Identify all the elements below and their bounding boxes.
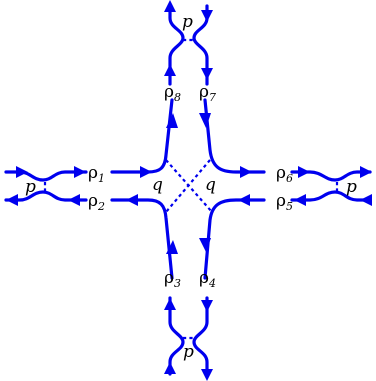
strand-rho5-rho4 [203, 198, 266, 280]
p-label-bottom: p [183, 342, 194, 362]
central-crossing [110, 98, 266, 280]
q-label-right: q [205, 175, 216, 195]
arrow-rho4 [199, 238, 211, 252]
strand-rho1-rho8 [110, 98, 174, 174]
strand-rho7-rho6 [203, 98, 266, 174]
arrow-rho6 [240, 166, 252, 178]
q-label-left: q [152, 175, 163, 195]
arrow-rho5 [238, 194, 250, 206]
p-vertex-right [290, 166, 372, 206]
rho-7-label: ρ7 [199, 82, 216, 104]
rho-8-label: ρ8 [164, 82, 181, 104]
arrow-rho3 [166, 240, 178, 254]
arrow-rho8 [166, 113, 178, 128]
p-label-top: p [182, 12, 193, 32]
p-label-right: p [346, 177, 357, 197]
p-vertex-left [4, 166, 88, 206]
arrow-rho7 [199, 113, 211, 128]
rho-3-label: ρ3 [164, 268, 181, 290]
strand-rho2-rho3 [110, 198, 174, 280]
p-vertex-bottom [164, 296, 213, 381]
p-label-left: p [25, 177, 36, 197]
rho-2-label: ρ2 [88, 191, 105, 213]
arrow-rho1 [140, 166, 152, 178]
rho-1-label: ρ1 [88, 163, 105, 185]
rho-5-label: ρ5 [276, 191, 293, 213]
p-vertex-top [164, 0, 213, 86]
rho-6-label: ρ6 [276, 163, 293, 185]
rho-4-label: ρ4 [199, 268, 216, 290]
q-dashed-diagonal-2 [165, 159, 211, 213]
arrow-rho2 [126, 194, 138, 206]
